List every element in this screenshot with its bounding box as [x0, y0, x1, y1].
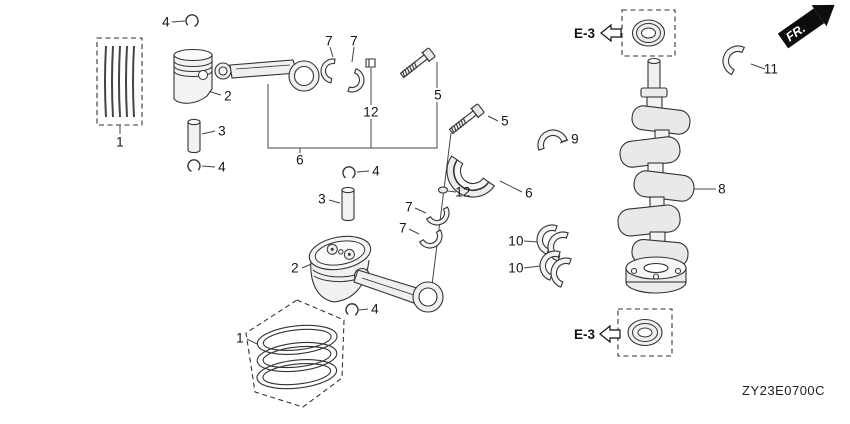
circlip-top-icon	[184, 13, 200, 28]
piston-top	[173, 48, 213, 104]
rod-bearing-top-a	[318, 56, 336, 84]
bearing-nine	[533, 125, 568, 151]
connecting-rod-top	[214, 59, 320, 92]
rod-bearing-mid-b	[419, 229, 447, 253]
rod-bearing-top-b	[347, 68, 368, 96]
fr-banner: FR.	[777, 4, 835, 49]
piston-pin-top	[187, 118, 201, 154]
piston-mid	[308, 235, 372, 303]
e3-arrow-top-icon	[600, 23, 622, 43]
piston-ring-set-top	[96, 37, 143, 126]
leader-lines	[119, 20, 766, 345]
circlip-low-icon	[344, 302, 360, 317]
rod-bolt-top	[397, 46, 437, 82]
piston-pin-mid	[341, 186, 355, 222]
fr-arrow-icon	[811, 4, 835, 27]
thrust-washer	[717, 40, 745, 76]
piston-ring-set-low	[245, 299, 345, 408]
e3-ref-top: E-3	[574, 26, 596, 41]
e3-arrow-bottom-icon	[599, 324, 621, 344]
connecting-rod-mid	[353, 267, 444, 313]
part-code: ZY23E0700C	[742, 383, 825, 398]
circlip-mid-icon	[342, 166, 356, 179]
rod-bolt-mid	[446, 102, 486, 138]
crankshaft	[617, 57, 695, 294]
dowel-mid	[437, 186, 449, 194]
circlip-left-icon	[186, 158, 202, 173]
e3-box-bottom	[617, 308, 673, 357]
e3-ref-bottom: E-3	[574, 327, 596, 342]
e3-box-top	[621, 9, 676, 57]
dowel-top	[365, 58, 376, 68]
